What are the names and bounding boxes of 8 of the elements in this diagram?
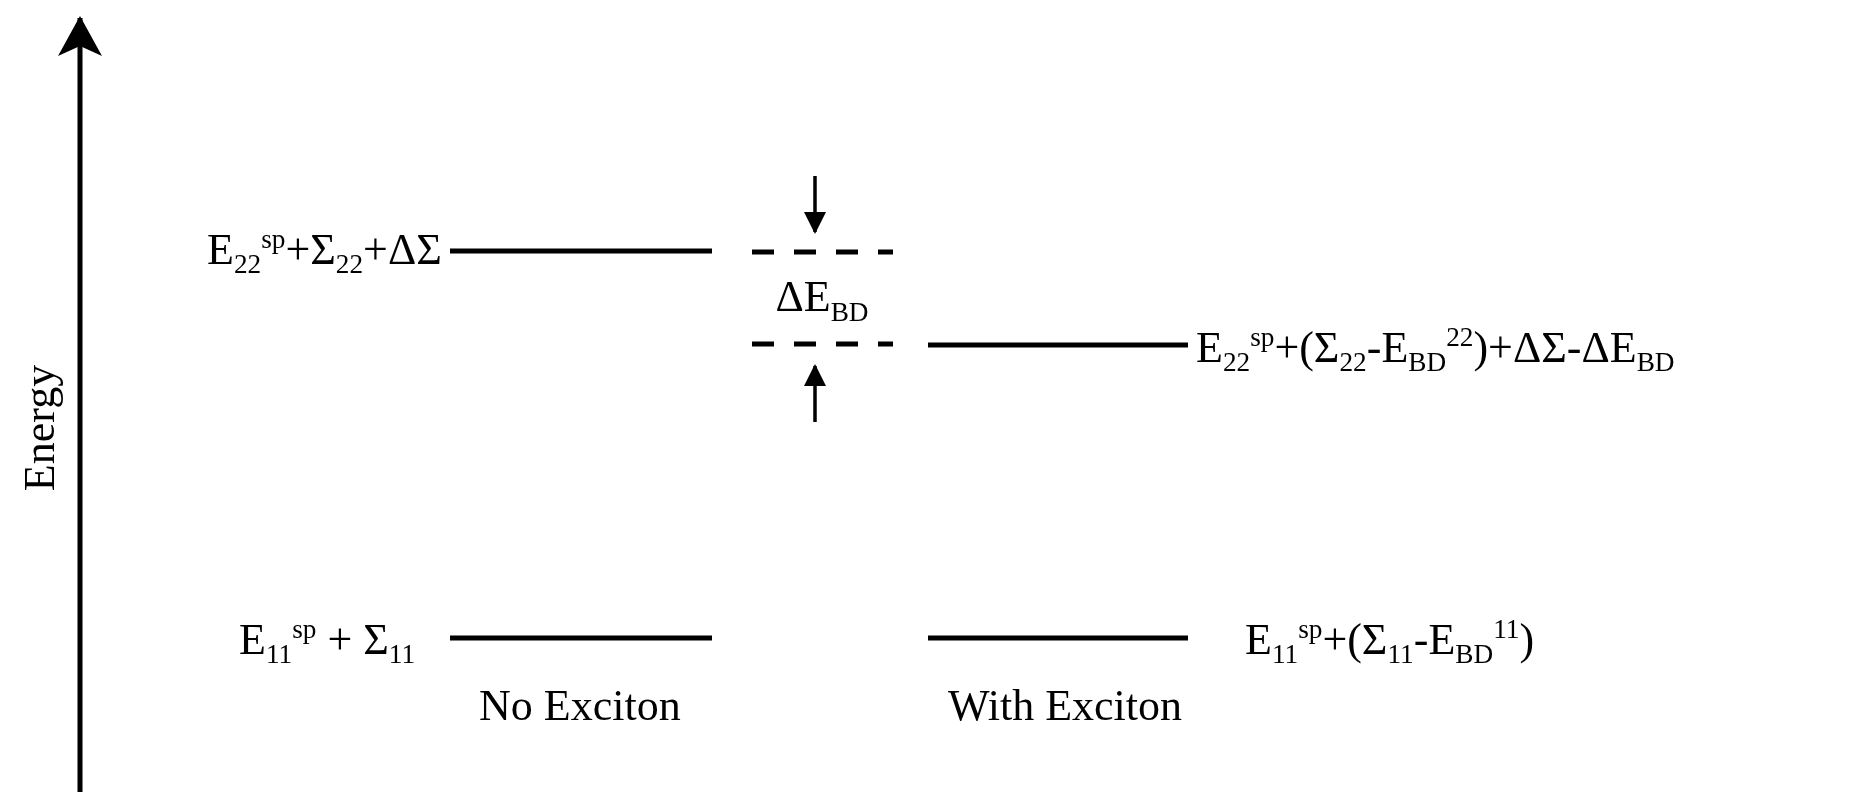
- energy-level-label: E$_{22}$$^{sp}$+(Σ$_{22}$-E$_{BD}$$^{22}$)+ΔΣ-ΔE$_{BD}$: [1196, 323, 1675, 377]
- column-label: No Exciton: [479, 684, 681, 728]
- energy-level-label: E$_{11}$$^{sp}$+(Σ$_{11}$-E$_{BD}$$^{11}$): [1245, 615, 1535, 669]
- gap-label: ΔE$_{BD}$: [775, 274, 869, 326]
- energy-level-label: E$_{11}$$^{sp}$ + Σ$_{11}$: [239, 615, 416, 669]
- axis-label: Energy: [18, 364, 63, 492]
- column-label: With Exciton: [948, 684, 1183, 728]
- energy-level-label: E$_{22}$$^{sp}$+Σ$_{22}$+ΔΣ: [207, 225, 442, 279]
